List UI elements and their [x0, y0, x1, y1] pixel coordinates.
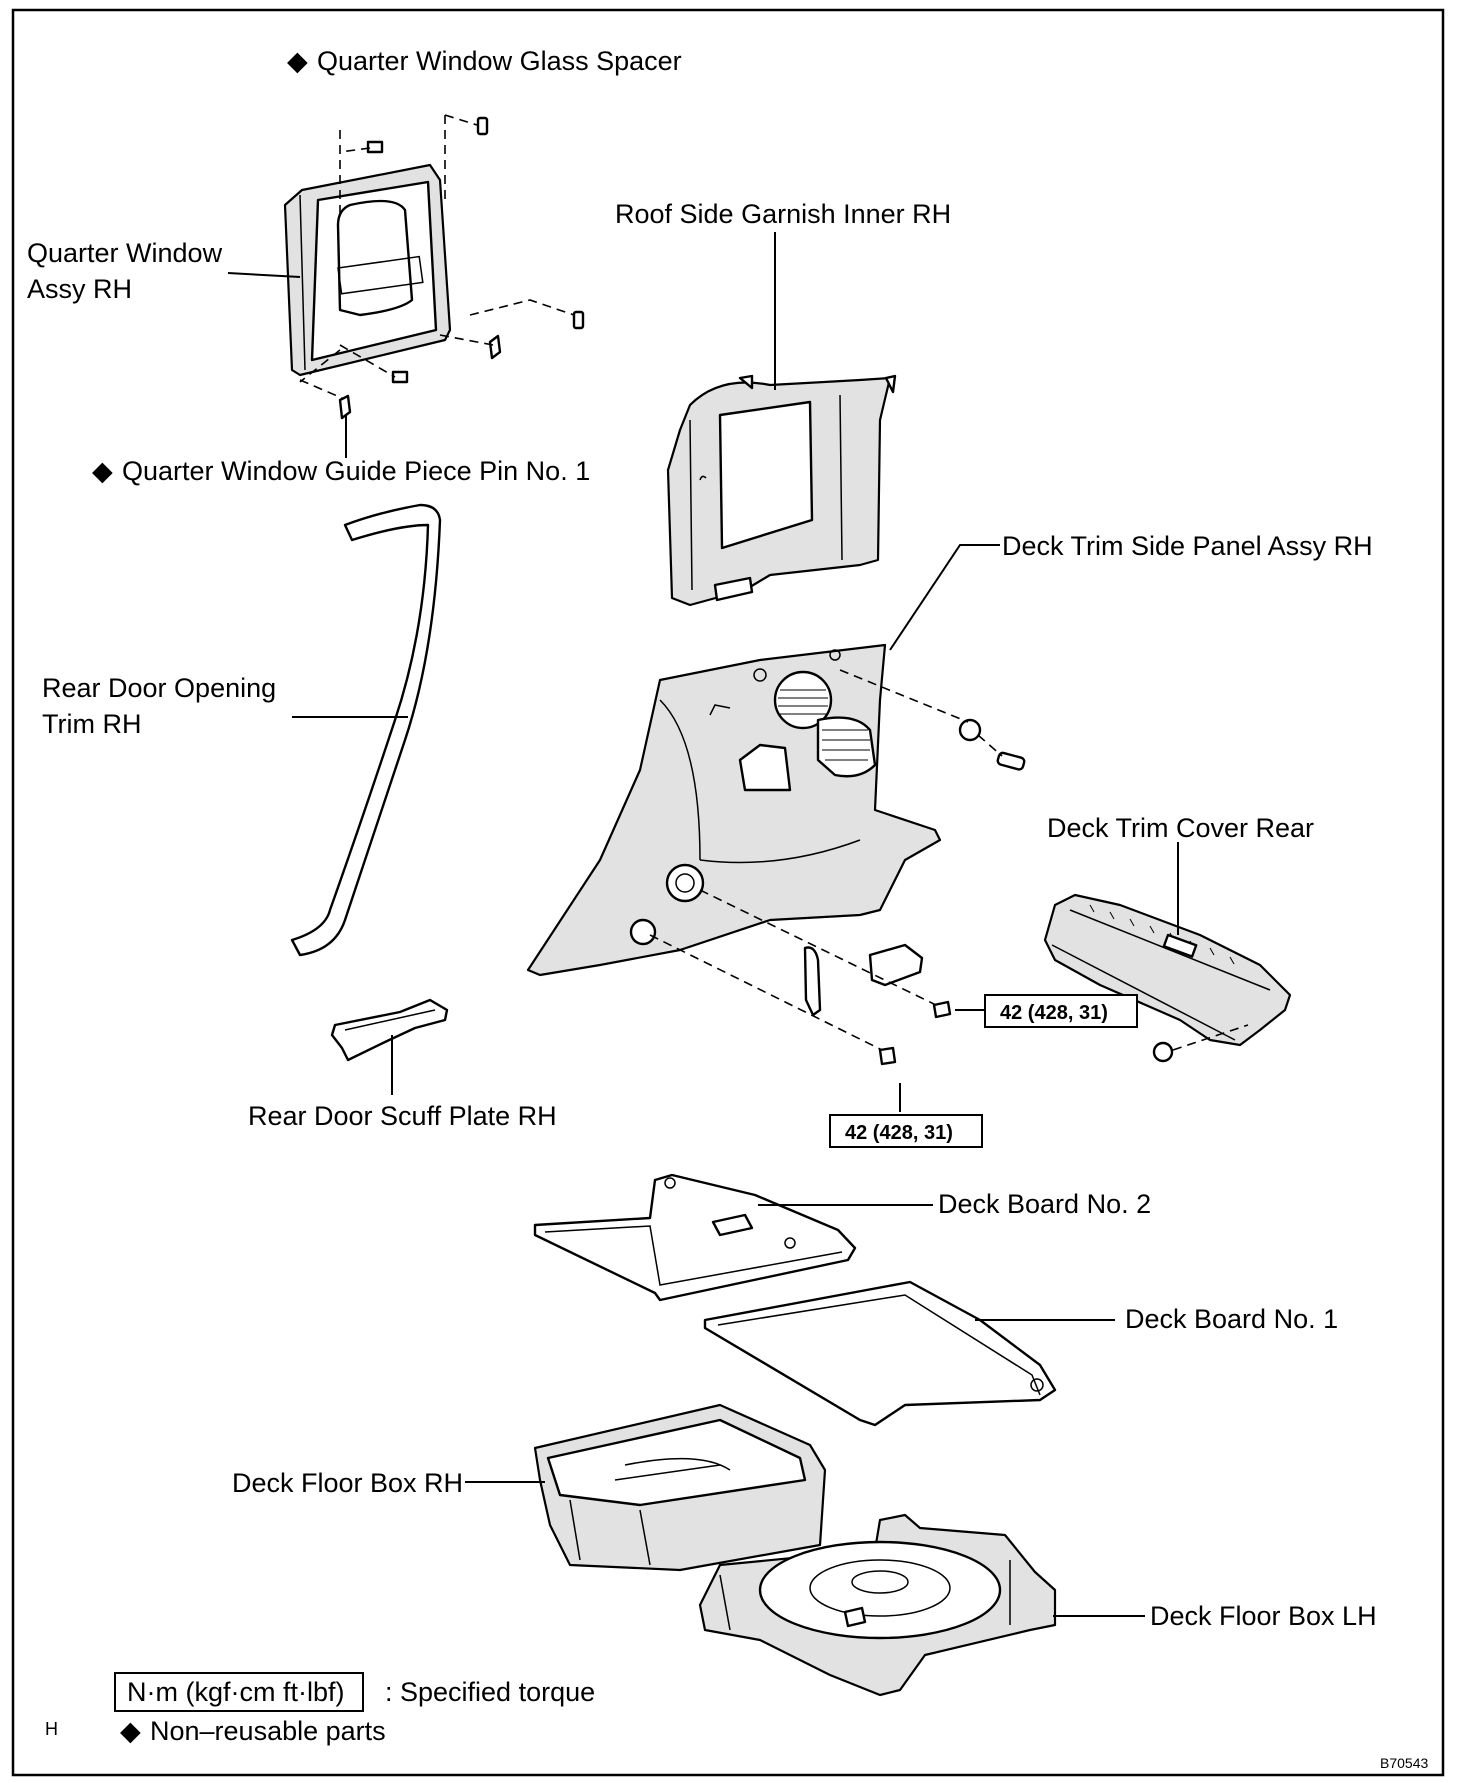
glass-spacer-parts — [338, 116, 585, 420]
torque-box-2 — [829, 1114, 983, 1148]
deck-trim-cover-rear-drawing — [1043, 893, 1292, 1047]
label-rear-door-trim-line1: Rear Door Opening — [42, 673, 276, 703]
deck-board-1-drawing — [703, 1280, 1057, 1427]
side-panel-dashed-line — [977, 734, 1003, 757]
quarter-window-dashed-lines — [299, 114, 575, 399]
diamond-mark: ◆ — [120, 1716, 141, 1746]
quarter-window-assy-drawing — [283, 163, 452, 377]
side-panel-dashed-line — [839, 669, 969, 723]
torque-value-2: 42 (428, 31) — [845, 1122, 953, 1144]
diagram-frame — [11, 8, 1445, 1777]
label-deck-floor-box-lh: Deck Floor Box LH — [1150, 1601, 1377, 1631]
legend-torque-text: : Specified torque — [385, 1677, 595, 1707]
label-rear-door-trim-line2: Trim RH — [42, 709, 141, 739]
label-quarter-window-line2: Assy RH — [27, 274, 132, 304]
deck-floor-box-rh-drawing — [533, 1403, 827, 1572]
roof-side-garnish-drawing — [666, 374, 897, 607]
deck-floor-box-lh-drawing — [698, 1513, 1057, 1697]
legend-torque-unit: N·m (kgf·cm ft·lbf) — [127, 1677, 344, 1707]
diamond-mark: ◆ — [92, 456, 113, 486]
label-glass-spacer: Quarter Window Glass Spacer — [317, 46, 682, 76]
label-guide-pin: Quarter Window Guide Piece Pin No. 1 — [122, 456, 590, 486]
figure-id: B70543 — [1380, 1755, 1428, 1771]
side-panel-clip — [958, 718, 1026, 771]
label-roof-side-garnish: Roof Side Garnish Inner RH — [615, 199, 951, 229]
legend-torque-box — [114, 1672, 364, 1712]
rear-door-scuff-plate-drawing — [330, 998, 449, 1062]
label-deck-trim-side-panel: Deck Trim Side Panel Assy RH — [1002, 531, 1373, 561]
deck-board-2-drawing — [533, 1173, 857, 1302]
label-rear-door-scuff: Rear Door Scuff Plate RH — [248, 1101, 557, 1131]
deck-trim-cover-clip — [1152, 1041, 1174, 1063]
leader-lines — [227, 232, 1179, 1617]
label-deck-board-2: Deck Board No. 2 — [938, 1189, 1151, 1219]
deck-trim-side-panel-drawing — [526, 643, 942, 977]
label-quarter-window-line1: Quarter Window — [27, 238, 223, 268]
bolt-dashed-line — [699, 889, 937, 1006]
label-deck-board-1: Deck Board No. 1 — [1125, 1304, 1338, 1334]
center-bracket-drawing — [803, 943, 952, 1066]
label-deck-floor-box-rh: Deck Floor Box RH — [232, 1468, 463, 1498]
corner-letter: H — [45, 1719, 58, 1739]
rear-door-opening-trim-drawing — [290, 503, 442, 957]
torque-value-1: 42 (428, 31) — [1000, 1002, 1108, 1024]
label-deck-trim-cover-rear: Deck Trim Cover Rear — [1047, 813, 1314, 843]
diamond-mark: ◆ — [287, 46, 308, 76]
torque-box-1 — [984, 994, 1138, 1028]
bolt-dashed-line — [649, 934, 883, 1051]
deck-cover-dashed-line — [1172, 1024, 1249, 1051]
legend-nonreusable-text: Non–reusable parts — [150, 1716, 386, 1746]
